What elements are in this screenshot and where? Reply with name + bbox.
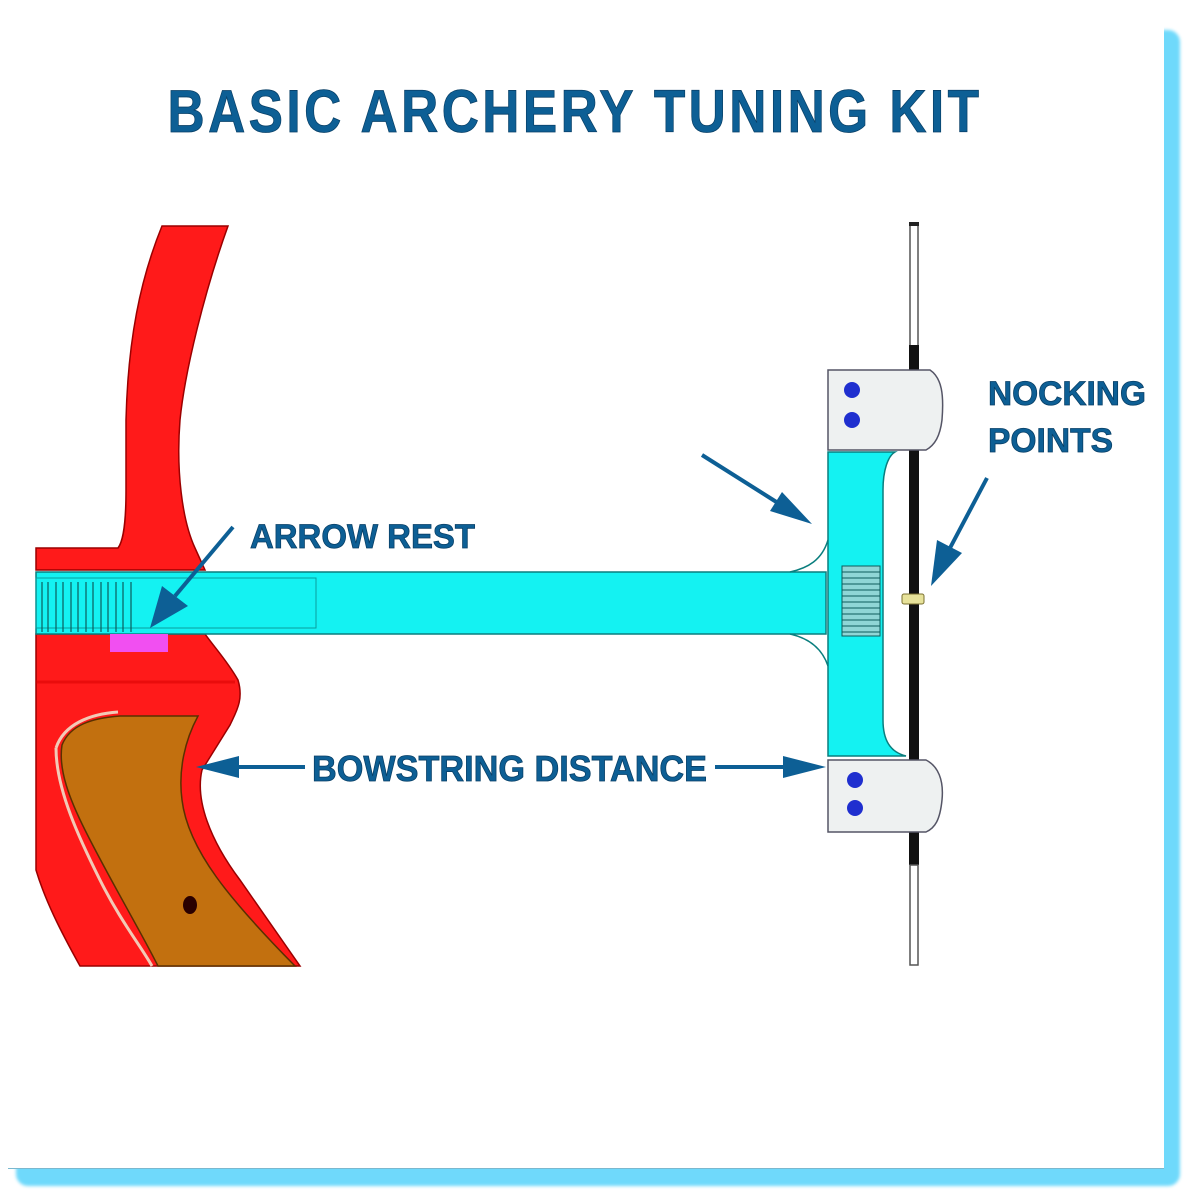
nocking-points-label-line1: NOCKING xyxy=(988,375,1146,413)
clamp-screw xyxy=(847,772,863,788)
tuning-tool xyxy=(35,451,907,757)
top-clamp xyxy=(827,369,944,451)
arrow-rest-label: ARROW REST xyxy=(250,518,475,556)
bowstring xyxy=(901,222,925,966)
bottom-clamp xyxy=(827,759,944,833)
bow-grip xyxy=(54,710,297,967)
arrow-rest-pointer-icon xyxy=(150,525,235,628)
clamp-screw xyxy=(844,382,860,398)
nocking-points-label-line2: POINTS xyxy=(988,422,1113,460)
grip-hole xyxy=(183,896,197,914)
ruler-ticks xyxy=(41,582,132,632)
bowstring-distance-label: BOWSTRING DISTANCE xyxy=(312,748,707,789)
tuning-tool-pointer-icon xyxy=(700,453,812,524)
clamp-screw xyxy=(844,412,860,428)
page-title: BASIC ARCHERY TUNING KIT xyxy=(168,78,983,145)
nocking-point xyxy=(901,593,925,605)
bowstring-distance-double-arrow-icon xyxy=(196,756,826,778)
clamp-screw xyxy=(847,800,863,816)
arrow-rest-pad xyxy=(110,634,168,652)
nocking-points-pointer-icon xyxy=(931,477,989,586)
